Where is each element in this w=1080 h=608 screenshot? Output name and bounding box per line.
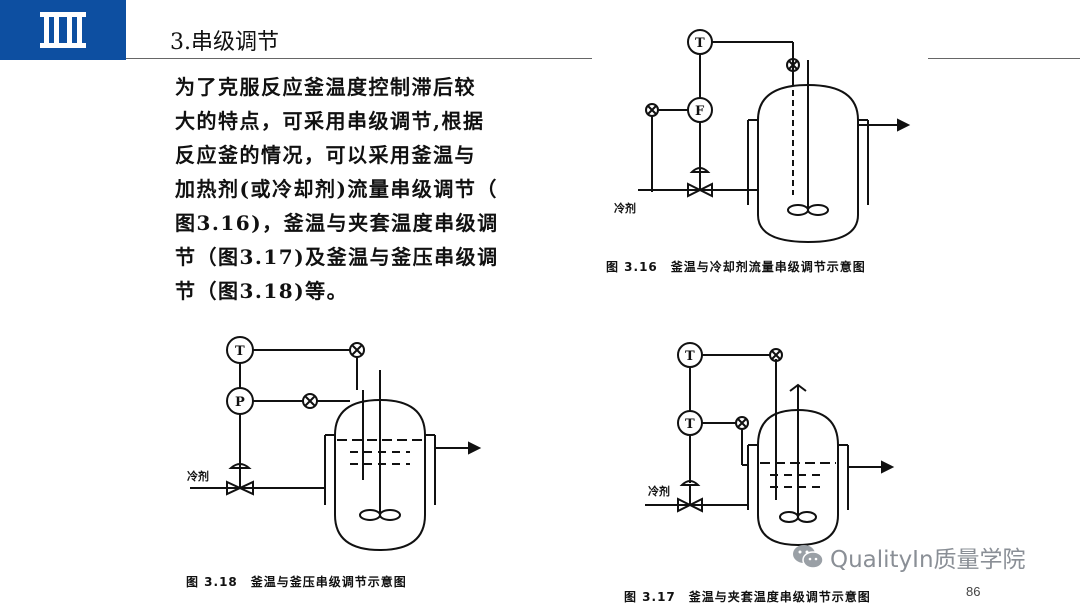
inlet-label: 冷剂: [187, 469, 209, 483]
agitator-blade: [359, 509, 381, 521]
agitator-blade: [779, 511, 799, 523]
figure-3-16-caption: 图 3.16 釜温与冷却剂流量串级调节示意图: [606, 260, 866, 274]
control-valve-icon: [226, 480, 254, 496]
reactor-jacket: [747, 445, 849, 510]
body-paragraph: 为了克服反应釜温度控制滞后较 大的特点，可采用串级调节,根据 反应釜的情况，可以…: [175, 70, 585, 308]
reactor-vessel: [334, 398, 426, 552]
temperature-controller-label: T: [685, 349, 695, 364]
agitator-blade: [787, 204, 809, 216]
control-valve-icon: [677, 497, 703, 513]
figure-3-17-caption: 图 3.17 釜温与夹套温度串级调节示意图: [624, 590, 871, 604]
wechat-icon: [793, 545, 824, 569]
body-line: 加热剂(或冷却剂)流量串级调节（: [175, 177, 498, 201]
watermark-text: QualityIn质量学院: [830, 547, 1026, 573]
figure-3-18-caption: 图 3.18 釜温与釜压串级调节示意图: [186, 575, 407, 589]
inlet-label: 冷剂: [648, 484, 670, 498]
control-valve-icon: [687, 182, 713, 198]
figure-3-17-diagram: T T 冷剂: [645, 342, 895, 547]
figure-3-16-diagram: T F 冷剂: [614, 29, 911, 244]
page-number: 86: [966, 584, 981, 599]
header-rule: [126, 58, 592, 59]
header-rule-right: [928, 58, 1080, 59]
figure-3-18-diagram: T P 冷剂: [187, 336, 482, 552]
sensor-transmitter-icon: [769, 348, 783, 362]
watermark: QualityIn质量学院: [792, 540, 1026, 574]
pressure-controller-label: P: [235, 395, 245, 410]
section-title: 3.串级调节: [170, 30, 279, 55]
inlet-label: 冷剂: [614, 201, 636, 215]
body-line: 图3.16)，釜温与夹套温度串级调: [175, 211, 499, 235]
temperature-controller-label: T: [695, 36, 705, 51]
body-line: 为了克服反应釜温度控制滞后较: [175, 75, 476, 99]
institution-logo-icon: [40, 12, 86, 48]
temperature-controller-label: T: [235, 344, 245, 359]
reactor-vessel: [757, 83, 859, 244]
body-line: 反应釜的情况，可以采用釜温与: [175, 143, 476, 167]
logo-box: [0, 0, 126, 60]
body-line: 节（图3.18)等。: [175, 279, 349, 303]
jacket-temperature-controller-label: T: [685, 417, 695, 432]
body-line: 节（图3.17)及釜温与釜压串级调: [175, 245, 499, 269]
flow-controller-label: F: [695, 104, 705, 119]
body-line: 大的特点，可采用串级调节,根据: [175, 109, 485, 133]
reactor-jacket: [324, 435, 436, 505]
sensor-transmitter-icon: [786, 58, 800, 72]
